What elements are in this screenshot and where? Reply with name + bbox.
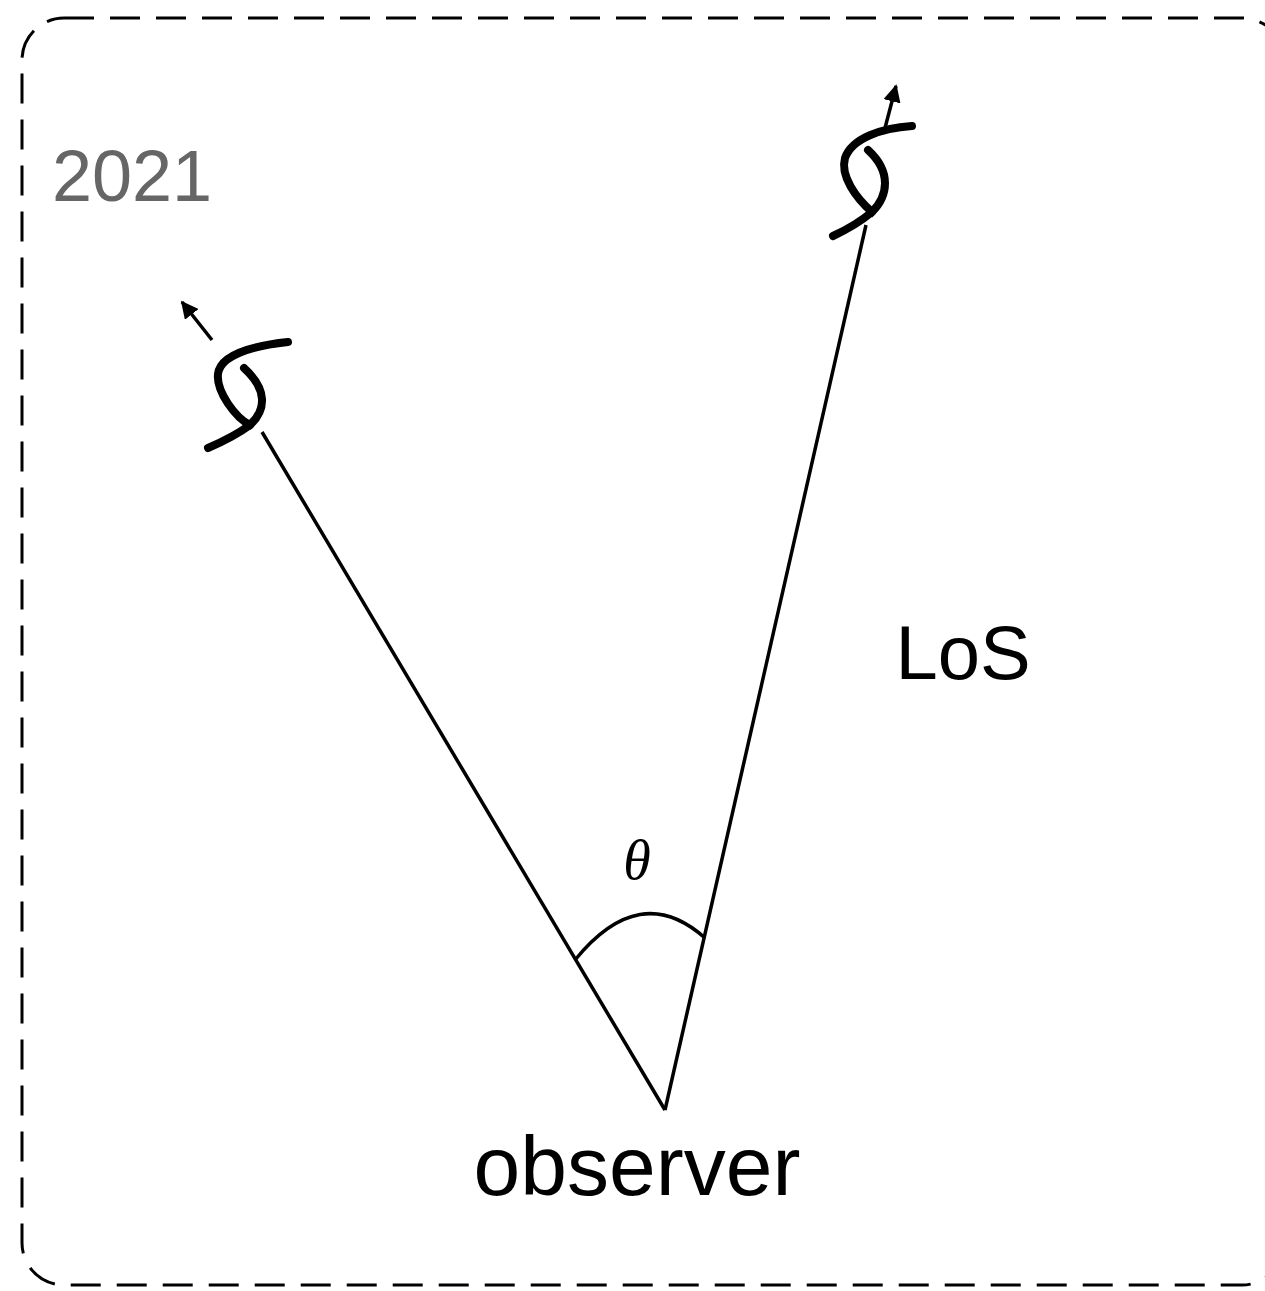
sight-line — [262, 432, 665, 1110]
angle-arc — [575, 914, 705, 960]
angle-symbol: θ — [623, 832, 651, 888]
direction-arrow — [182, 302, 212, 340]
galaxy-symbol — [208, 425, 250, 448]
galaxy-symbol — [218, 342, 288, 425]
direction-arrow — [885, 86, 896, 128]
observer-label: observer — [474, 1124, 801, 1208]
dashed-frame — [22, 18, 1265, 1285]
year-note: 2021 — [52, 140, 212, 212]
galaxy-symbol — [833, 212, 872, 236]
sight-line — [665, 225, 866, 1110]
los-label: LoS — [895, 615, 1030, 691]
galaxy-symbol — [844, 126, 912, 212]
